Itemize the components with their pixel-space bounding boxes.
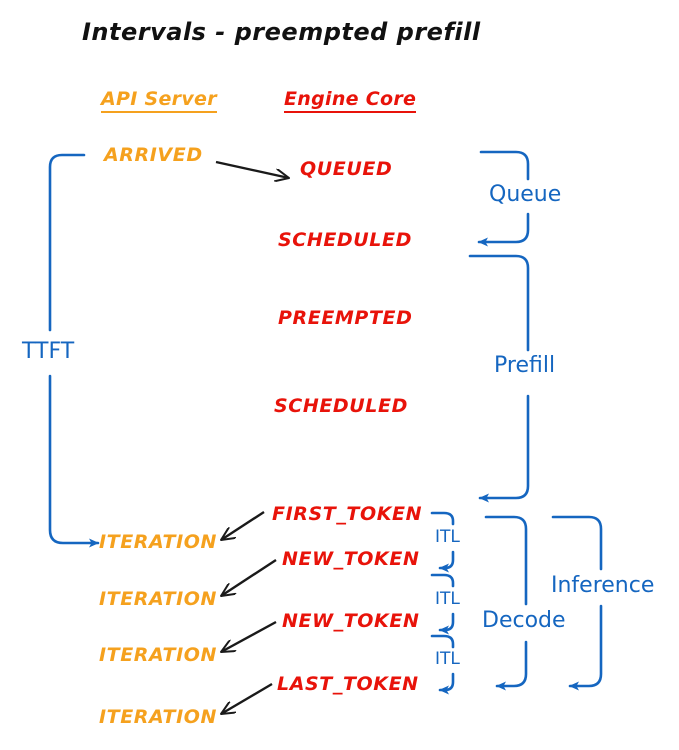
event-iteration-1: ITERATION <box>99 531 218 553</box>
arrow-new-token-1-to-iteration <box>221 558 277 598</box>
event-preempted: PREEMPTED <box>278 307 413 329</box>
interval-label-prefill: Prefill <box>494 353 556 378</box>
interval-label-itl-1: ITL <box>435 527 460 547</box>
interval-label-itl-2: ITL <box>435 589 460 609</box>
bracket-itl-1-lower <box>438 550 455 573</box>
column-header-engine-core: Engine Core <box>284 88 417 113</box>
interval-label-decode: Decode <box>482 608 566 633</box>
bracket-itl-1-upper <box>430 511 455 526</box>
bracket-prefill-lower <box>478 394 530 503</box>
bracket-prefill-upper <box>468 254 530 352</box>
bracket-inference-upper <box>551 515 603 571</box>
arrow-first-token-to-iteration <box>221 510 265 542</box>
event-new-token-2: NEW_TOKEN <box>282 610 420 632</box>
interval-label-inference: Inference <box>551 573 655 598</box>
event-scheduled-2: SCHEDULED <box>274 395 408 417</box>
bracket-itl-2-lower <box>438 612 455 635</box>
event-first-token: FIRST_TOKEN <box>272 503 423 525</box>
event-new-token-1: NEW_TOKEN <box>282 548 420 570</box>
bracket-itl-3-lower <box>438 672 455 695</box>
page-title: Intervals - preempted prefill <box>82 18 481 46</box>
bracket-itl-2-upper <box>430 573 455 588</box>
event-iteration-2: ITERATION <box>99 588 218 610</box>
arrow-arrived-to-queued <box>215 160 289 178</box>
bracket-decode-lower <box>495 640 528 691</box>
bracket-queue-upper <box>479 150 530 181</box>
arrow-last-token-to-iteration <box>221 682 273 716</box>
bracket-ttft-lower <box>48 374 100 548</box>
event-iteration-4: ITERATION <box>99 706 218 728</box>
event-arrived: ARRIVED <box>104 144 203 166</box>
arrow-new-token-2-to-iteration <box>221 620 277 654</box>
bracket-queue-lower <box>477 212 530 247</box>
event-scheduled-1: SCHEDULED <box>278 229 412 251</box>
bracket-decode-upper <box>484 515 528 606</box>
event-queued: QUEUED <box>300 158 393 180</box>
interval-label-queue: Queue <box>489 182 562 207</box>
bracket-ttft-upper <box>48 153 86 332</box>
event-last-token: LAST_TOKEN <box>277 673 419 695</box>
interval-label-ttft: TTFT <box>22 339 75 364</box>
interval-label-itl-3: ITL <box>435 649 460 669</box>
event-iteration-3: ITERATION <box>99 644 218 666</box>
column-header-api-server: API Server <box>101 88 217 113</box>
bracket-itl-3-upper <box>430 634 455 649</box>
bracket-inference-lower <box>568 604 603 691</box>
